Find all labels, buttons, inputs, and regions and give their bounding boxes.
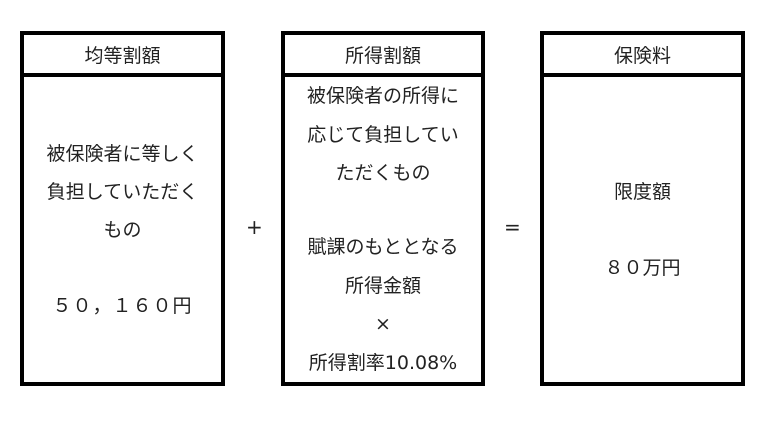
limit-label: 限度額 [613, 180, 671, 203]
income-share-body: 被保険者の所得に 応じて負担してい ただくもの 賦課のもととなる 所得金額 × … [285, 77, 481, 382]
income-share-box: 所得割額 被保険者の所得に 応じて負担してい ただくもの 賦課のもととなる 所得… [281, 31, 485, 386]
income-share-desc-3: ただくもの [335, 162, 431, 184]
income-share-title: 所得割額 [285, 35, 481, 77]
limit-amount: ８０万円 [604, 256, 681, 279]
equal-share-amount: ５０，１６０円 [52, 294, 193, 317]
equal-share-box: 均等割額 被保険者に等しく 負担していただく もの ５０，１６０円 [20, 31, 225, 386]
income-share-formula-2: 所得金額 [344, 274, 421, 297]
plus-operator: + [246, 215, 263, 239]
equal-share-desc-1: 被保険者に等しく [46, 142, 199, 165]
equal-share-title: 均等割額 [24, 35, 221, 77]
premium-box: 保険料 限度額 ８０万円 [540, 31, 745, 386]
equal-share-desc-3: もの [103, 218, 142, 241]
equal-share-body: 被保険者に等しく 負担していただく もの ５０，１６０円 [24, 77, 221, 382]
equals-operator: = [504, 215, 521, 239]
income-share-formula-1: 賦課のもととなる [307, 236, 459, 258]
multiply-sign: × [375, 313, 391, 335]
premium-body: 限度額 ８０万円 [544, 77, 741, 382]
income-share-desc-1: 被保険者の所得に [306, 85, 459, 107]
income-share-rate: 所得割率10.08% [308, 351, 458, 374]
income-share-desc-2: 応じて負担してい [307, 123, 459, 146]
premium-title: 保険料 [544, 35, 741, 77]
equal-share-desc-2: 負担していただく [46, 180, 199, 203]
